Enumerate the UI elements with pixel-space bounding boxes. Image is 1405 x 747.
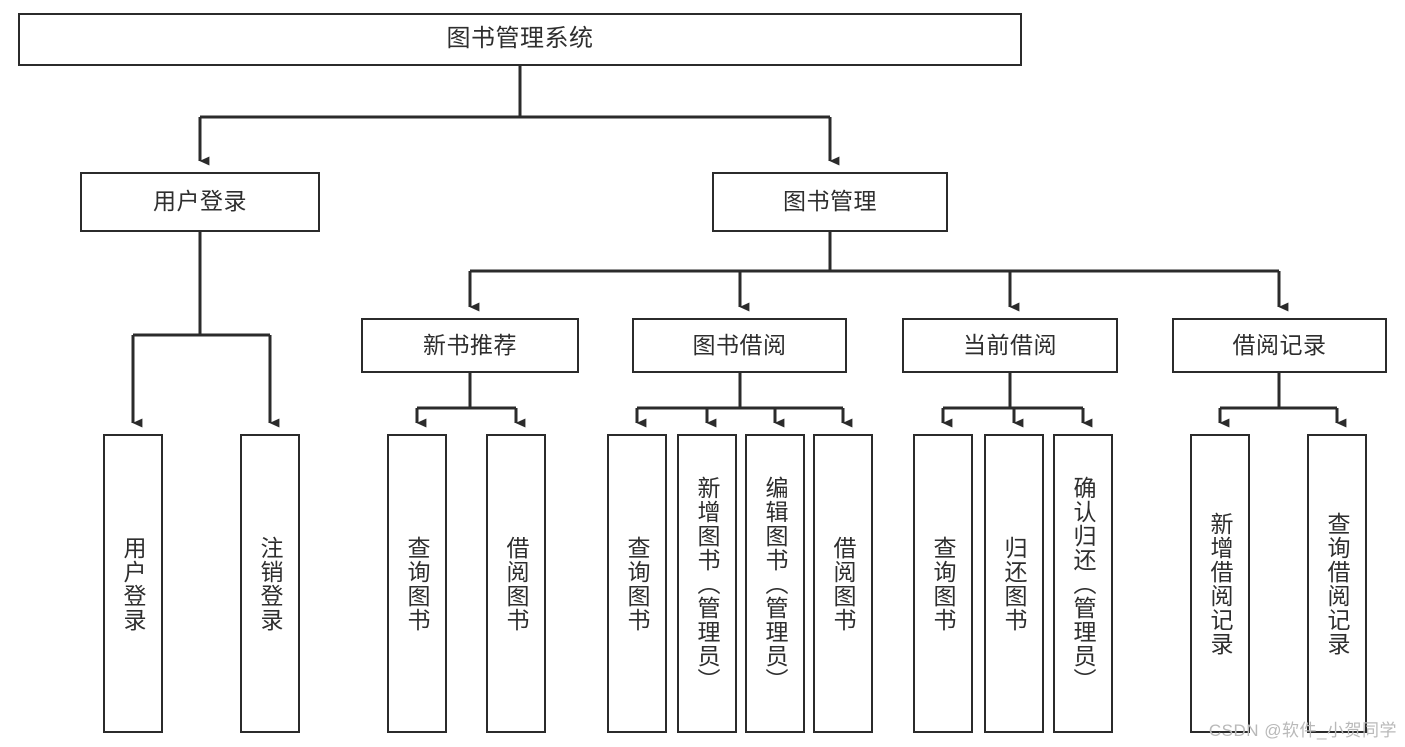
leaf-label: 新增图书（管理员） <box>694 475 721 692</box>
node-leaf-borrow-book-1[interactable]: 借阅图书 <box>486 434 546 733</box>
node-leaf-user-login[interactable]: 用户登录 <box>103 434 163 733</box>
leaf-label: 注销登录 <box>257 535 284 632</box>
leaf-label: 编辑图书（管理员） <box>762 475 789 692</box>
watermark-text: CSDN @软件_小贺同学 <box>1208 721 1397 740</box>
leaf-label: 查询图书 <box>624 535 651 632</box>
node-leaf-add-book[interactable]: 新增图书（管理员） <box>677 434 737 733</box>
node-leaf-edit-book[interactable]: 编辑图书（管理员） <box>745 434 805 733</box>
node-leaf-query-book-2[interactable]: 查询图书 <box>607 434 667 733</box>
node-leaf-query-record[interactable]: 查询借阅记录 <box>1307 434 1367 733</box>
node-leaf-user-logout[interactable]: 注销登录 <box>240 434 300 733</box>
node-leaf-borrow-book-2[interactable]: 借阅图书 <box>813 434 873 733</box>
leaf-label: 借阅图书 <box>830 535 857 632</box>
node-root[interactable]: 图书管理系统 <box>18 13 1022 66</box>
leaf-label: 新增借阅记录 <box>1207 511 1234 656</box>
leaf-label: 查询借阅记录 <box>1324 511 1351 656</box>
node-new-book-recommend[interactable]: 新书推荐 <box>361 318 579 373</box>
node-book-borrow[interactable]: 图书借阅 <box>632 318 847 373</box>
node-leaf-confirm-return[interactable]: 确认归还（管理员） <box>1053 434 1113 733</box>
leaf-label: 查询图书 <box>404 535 431 632</box>
node-leaf-return-book[interactable]: 归还图书 <box>984 434 1044 733</box>
leaf-label: 归还图书 <box>1001 535 1028 632</box>
leaf-label: 查询图书 <box>930 535 957 632</box>
node-borrow-record[interactable]: 借阅记录 <box>1172 318 1387 373</box>
leaf-label: 确认归还（管理员） <box>1070 475 1097 692</box>
node-leaf-query-book-3[interactable]: 查询图书 <box>913 434 973 733</box>
leaf-label: 借阅图书 <box>503 535 530 632</box>
node-book-manage[interactable]: 图书管理 <box>712 172 948 232</box>
node-leaf-query-book-1[interactable]: 查询图书 <box>387 434 447 733</box>
node-leaf-add-record[interactable]: 新增借阅记录 <box>1190 434 1250 733</box>
leaf-label: 用户登录 <box>120 535 147 632</box>
node-current-borrow[interactable]: 当前借阅 <box>902 318 1118 373</box>
node-user-login[interactable]: 用户登录 <box>80 172 320 232</box>
